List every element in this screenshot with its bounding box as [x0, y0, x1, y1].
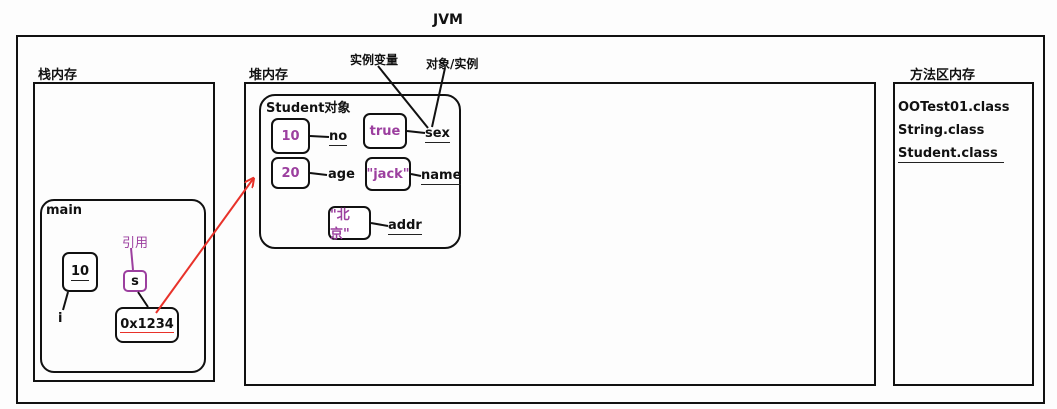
jvm-frame — [16, 35, 1045, 404]
class-string: String.class — [898, 123, 985, 138]
var-s-name: s — [131, 273, 139, 289]
heap-title: 堆内存 — [249, 68, 289, 83]
jvm-title: JVM — [433, 12, 463, 28]
field-no-name: no — [329, 129, 348, 146]
field-addr-name: addr — [388, 218, 422, 235]
var-s-address-box: 0x1234 — [115, 307, 179, 343]
stack-title: 栈内存 — [38, 68, 78, 83]
field-name-name: name — [421, 168, 462, 185]
main-frame-label: main — [46, 203, 83, 218]
ref-label: 引用 — [122, 236, 149, 251]
method-area-title: 方法区内存 — [910, 68, 976, 83]
var-i-value: 10 — [70, 263, 90, 281]
method-area — [893, 82, 1034, 386]
class-student: Student.class — [898, 146, 1004, 163]
field-sex-value: true — [363, 113, 407, 149]
field-sex-name: sex — [425, 126, 450, 143]
field-age-name: age — [328, 167, 355, 182]
student-object — [259, 94, 461, 249]
var-i-name: i — [58, 311, 63, 326]
field-age-value: 20 — [271, 157, 310, 189]
field-addr-value: "北京" — [328, 206, 371, 242]
field-name-value: "jack" — [365, 157, 411, 191]
callout-instance-var: 实例变量 — [350, 53, 399, 67]
var-s-address: 0x1234 — [120, 317, 174, 333]
class-ootest01: OOTest01.class — [898, 100, 1010, 115]
student-object-title: Student对象 — [266, 101, 351, 116]
field-no-value: 10 — [271, 118, 310, 154]
var-i-box: 10 — [62, 252, 98, 292]
callout-object: 对象/实例 — [426, 57, 479, 71]
var-s-box: s — [123, 270, 147, 292]
